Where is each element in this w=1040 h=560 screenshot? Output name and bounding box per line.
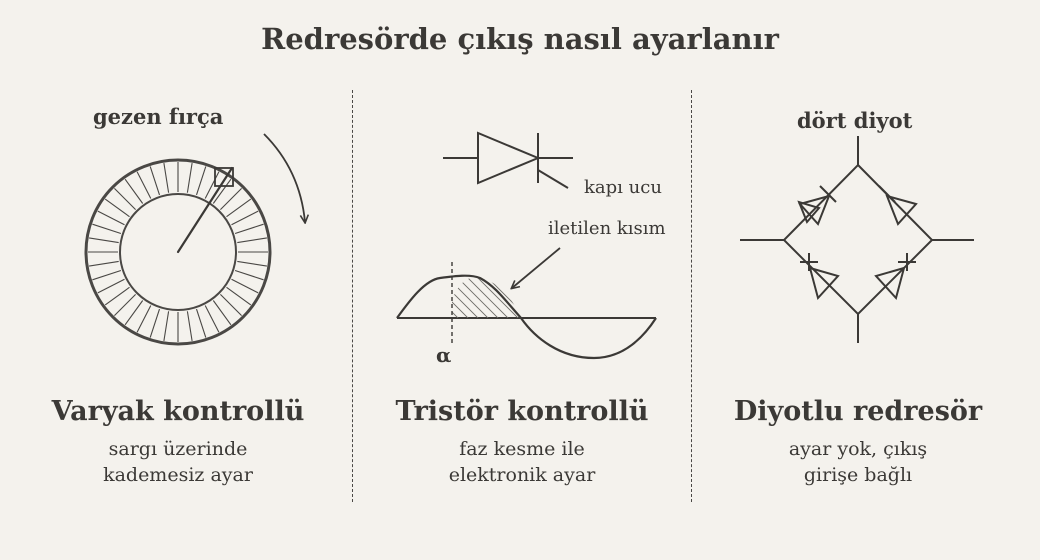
panel-variac-heading: Varyak kontrollü	[51, 396, 305, 427]
description-line: kademesiz ayar	[103, 464, 253, 486]
rotation-arrow	[263, 133, 305, 222]
variac-windings	[88, 162, 268, 342]
diode-bridge-diagram: dört diyot	[740, 108, 974, 343]
winding-turn	[89, 260, 119, 267]
winding-turn	[204, 305, 220, 333]
alpha-label: α	[436, 343, 451, 367]
winding-turn	[231, 278, 259, 294]
description-line: ayar yok, çıkış	[788, 438, 928, 460]
description-line: elektronik ayar	[448, 464, 596, 486]
panel-variac-description: sargı üzerinde kademesiz ayar	[8, 436, 348, 488]
conducted-shading	[452, 277, 521, 318]
winding-turn	[237, 237, 267, 244]
conducted-pointer	[512, 247, 561, 288]
variac-wiper-arm	[176, 166, 234, 254]
winding-turn	[124, 178, 144, 204]
winding-turn	[114, 294, 136, 316]
thyristor-diagram: kapı ucu iletilen kısım α	[396, 131, 666, 367]
description-line: girişe bağlı	[803, 464, 913, 486]
winding-turn	[220, 188, 242, 210]
winding-turn	[231, 210, 259, 226]
gate-label: kapı ucu	[584, 177, 662, 198]
winding-turn	[186, 311, 193, 341]
winding-turn	[104, 286, 130, 306]
winding-turn	[114, 188, 136, 210]
winding-turn	[204, 171, 220, 199]
winding-turn	[220, 294, 242, 316]
panel-diode-description: ayar yok, çıkış girişe bağlı	[688, 436, 1028, 488]
winding-turn	[186, 163, 193, 193]
variac-outer-ring	[84, 158, 272, 346]
winding-turn	[237, 260, 267, 267]
variac-inner-ring	[119, 193, 237, 311]
conducted-label: iletilen kısım	[548, 218, 666, 239]
gate-lead	[537, 169, 569, 189]
panel-thyristor-description: faz kesme ile elektronik ayar	[352, 436, 692, 488]
diode-top-left	[797, 185, 837, 226]
winding-turn	[149, 166, 161, 196]
winding-turn	[163, 163, 170, 193]
winding-turn	[136, 305, 152, 333]
diode-bottom-left	[800, 253, 840, 301]
divider-right	[691, 90, 692, 502]
brush-contact	[214, 167, 234, 187]
winding-turn	[97, 210, 125, 226]
bridge-outline	[782, 163, 934, 316]
winding-turn	[195, 308, 207, 338]
diodes-label: dört diyot	[797, 108, 913, 133]
page-title: Redresörde çıkış nasıl ayarlanır	[261, 22, 779, 56]
winding-turn	[124, 300, 144, 326]
winding-turn	[212, 300, 232, 326]
winding-turn	[226, 286, 252, 306]
winding-turn	[212, 178, 232, 204]
brush-label: gezen fırça	[93, 104, 224, 129]
panel-diode-heading: Diyotlu redresör	[733, 396, 983, 427]
winding-turn	[97, 278, 125, 294]
diode-bottom-right	[874, 253, 916, 301]
winding-turn	[92, 223, 122, 235]
winding-turn	[149, 308, 161, 338]
winding-turn	[89, 237, 119, 244]
winding-turn	[195, 166, 207, 196]
thyristor-symbol	[443, 131, 573, 189]
winding-turn	[92, 269, 122, 281]
winding-turn	[136, 171, 152, 199]
description-line: sargı üzerinde	[108, 438, 248, 460]
winding-turn	[234, 269, 264, 281]
winding-turn	[163, 311, 170, 341]
divider-left	[352, 90, 353, 502]
winding-turn	[226, 198, 252, 218]
winding-turn	[234, 223, 264, 235]
description-line: faz kesme ile	[459, 438, 585, 460]
winding-turn	[104, 198, 130, 218]
sine-wave	[396, 274, 657, 360]
panel-thyristor-heading: Tristör kontrollü	[395, 396, 649, 427]
diode-top-right	[878, 185, 918, 226]
variac-diagram: gezen fırça	[84, 104, 305, 346]
